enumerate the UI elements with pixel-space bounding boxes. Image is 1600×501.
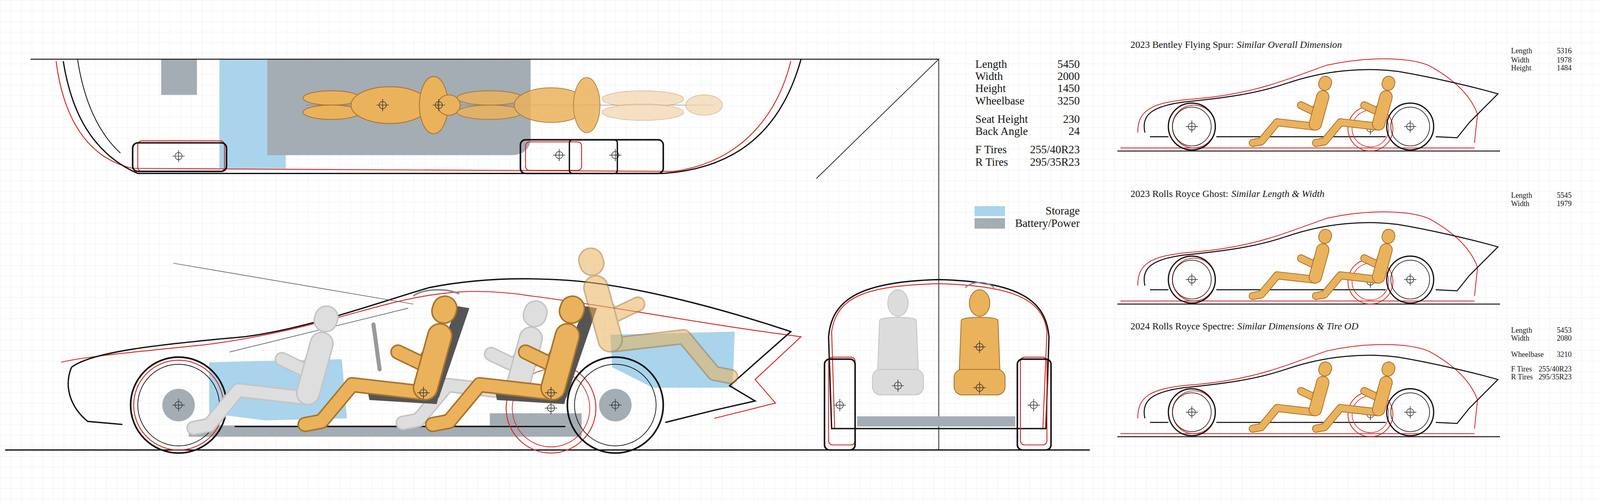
spec-label: Length xyxy=(1510,47,1534,56)
legend-swatch xyxy=(974,218,1006,229)
spec-label: Width xyxy=(1510,200,1531,209)
spec-label: 2023 Rolls Royce Ghost: xyxy=(1129,188,1230,200)
spec-label: 3210 xyxy=(1555,350,1573,360)
spec-label: 295/35R23 xyxy=(1537,373,1573,382)
spec-label: 5453 xyxy=(1555,326,1573,335)
legend-swatch xyxy=(974,206,1006,217)
spec-label: Wheelbase xyxy=(1510,350,1545,360)
spec-label: F Tires xyxy=(1510,365,1533,374)
spec-label: Height xyxy=(1510,64,1533,73)
spec-label: Similar Overall Dimension xyxy=(1235,39,1343,51)
top-view xyxy=(30,59,939,174)
spec-label: 3250 xyxy=(1056,95,1081,108)
spec-label: Width xyxy=(1510,334,1531,343)
spec-label: Wheelbase xyxy=(974,95,1026,108)
spec-label: Width xyxy=(1510,56,1531,65)
spec-label: R Tires xyxy=(974,156,1009,169)
spec-label: 2023 Bentley Flying Spur: xyxy=(1129,39,1235,51)
spec-label: 2080 xyxy=(1555,334,1573,343)
spec-label: Length xyxy=(1510,326,1534,335)
spec-label: Similar Dimensions & Tire OD xyxy=(1236,321,1360,333)
spec-label: Height xyxy=(974,82,1007,95)
spec-label: 255/40R23 xyxy=(1029,143,1081,157)
spec-label: Width xyxy=(974,70,1004,83)
spec-label: Length xyxy=(974,58,1008,71)
legend-text: Battery/Power xyxy=(1014,217,1081,230)
spec-label: 2000 xyxy=(1056,70,1081,83)
spec-label: 1450 xyxy=(1056,82,1081,95)
spec-label: 1979 xyxy=(1555,200,1573,209)
spec-label: 5450 xyxy=(1056,58,1081,71)
spec-label: 2024 Rolls Royce Spectre: xyxy=(1129,321,1235,333)
comparison-cars xyxy=(1117,58,1500,437)
front-view xyxy=(824,279,1052,450)
spec-label: Back Angle xyxy=(974,125,1029,138)
spec-label: 295/35R23 xyxy=(1029,156,1081,169)
spec-label: 255/40R23 xyxy=(1537,365,1573,374)
spec-label: R Tires xyxy=(1510,373,1534,382)
spec-label: 5545 xyxy=(1555,191,1573,200)
spec-label: Seat Height xyxy=(974,113,1029,126)
spec-label: Similar Length & Width xyxy=(1230,188,1325,200)
spec-label: 24 xyxy=(1067,125,1081,138)
spec-label: 1484 xyxy=(1555,64,1573,73)
spec-label: 230 xyxy=(1062,113,1081,126)
side-view xyxy=(5,260,1090,454)
spec-label: 5316 xyxy=(1555,47,1573,56)
spec-label: 1978 xyxy=(1555,56,1573,65)
spec-label: F Tires xyxy=(974,143,1008,157)
legend-text: Storage xyxy=(1044,205,1081,218)
spec-label: Length xyxy=(1510,191,1534,200)
